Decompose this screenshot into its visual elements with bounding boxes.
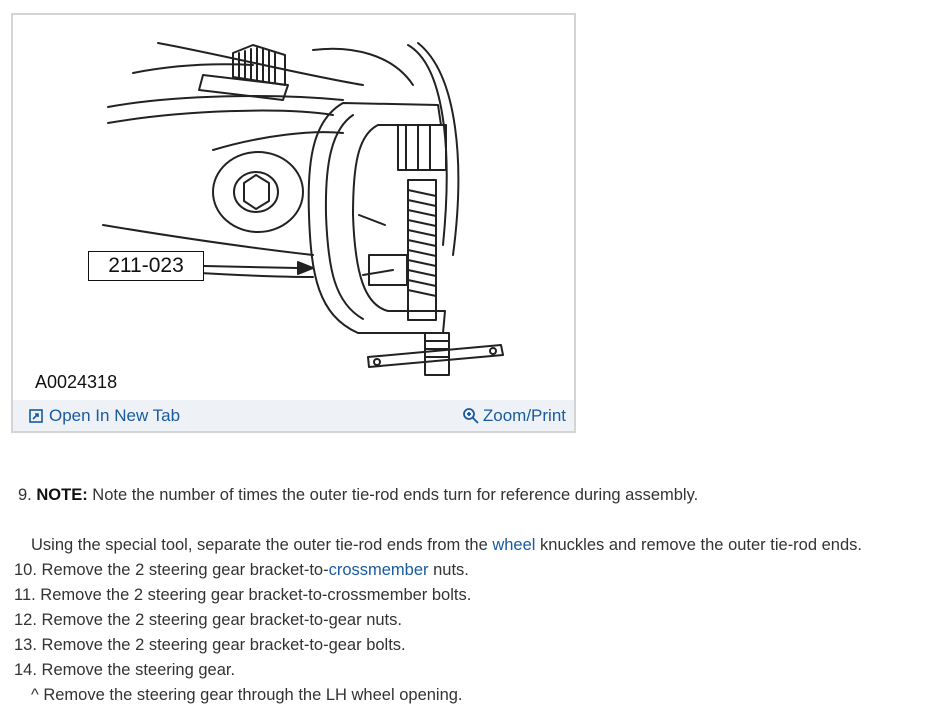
step-number: 11. <box>14 586 36 604</box>
zoom-print-button[interactable]: Zoom/Print <box>462 406 566 426</box>
wheel-link[interactable]: wheel <box>492 536 536 554</box>
step-12: 12. Remove the 2 steering gear bracket-t… <box>14 611 402 630</box>
step-13: 13. Remove the 2 steering gear bracket-t… <box>14 636 406 655</box>
step-14-substep: ^ Remove the steering gear through the L… <box>31 686 463 705</box>
step-text: knuckles and remove the outer tie-rod en… <box>535 536 862 554</box>
step-9-detail: Using the special tool, separate the out… <box>31 536 862 555</box>
step-text: Remove the 2 steering gear bracket-to-ge… <box>36 611 402 629</box>
step-text: Remove the steering gear. <box>36 661 236 679</box>
step-text: Remove the 2 steering gear bracket-to- <box>36 561 329 579</box>
step-10: 10. Remove the 2 steering gear bracket-t… <box>14 561 469 580</box>
step-text: Remove the steering gear through the LH … <box>38 686 463 704</box>
figure-toolbar: Open In New Tab Zoom/Print <box>13 400 574 431</box>
tie-rod-separator-illustration <box>102 42 504 376</box>
step-text: nuts. <box>428 561 469 579</box>
zoom-in-icon <box>462 408 479 424</box>
step-text: Remove the 2 steering gear bracket-to-ge… <box>36 636 406 654</box>
figure-id: A0024318 <box>35 372 118 392</box>
zoom-print-label: Zoom/Print <box>482 406 566 425</box>
step-number: 13. <box>14 636 37 654</box>
step-number: 14. <box>14 661 37 679</box>
step-number: 9. <box>18 486 32 504</box>
tool-callout-label: 211-023 <box>88 251 204 281</box>
step-11: 11. Remove the 2 steering gear bracket-t… <box>14 586 471 605</box>
step-text: Note the number of times the outer tie-r… <box>87 486 699 504</box>
open-in-new-tab-button[interactable]: Open In New Tab <box>29 406 180 426</box>
figure-card: 211-023 A0024318 Open In New Tab Zoom/Pr… <box>11 13 576 433</box>
open-in-new-tab-icon <box>29 409 43 423</box>
caret-icon: ^ <box>31 686 39 704</box>
open-in-new-tab-label: Open In New Tab <box>49 406 181 425</box>
step-number: 12. <box>14 611 37 629</box>
step-number: 10. <box>14 561 37 579</box>
step-text: Remove the 2 steering gear bracket-to-cr… <box>35 586 472 604</box>
step-9: 9. NOTE: Note the number of times the ou… <box>18 486 698 505</box>
step-14: 14. Remove the steering gear. <box>14 661 235 680</box>
note-label: NOTE: <box>36 486 88 504</box>
crossmember-link[interactable]: crossmember <box>328 561 429 579</box>
step-text: Using the special tool, separate the out… <box>31 536 493 554</box>
